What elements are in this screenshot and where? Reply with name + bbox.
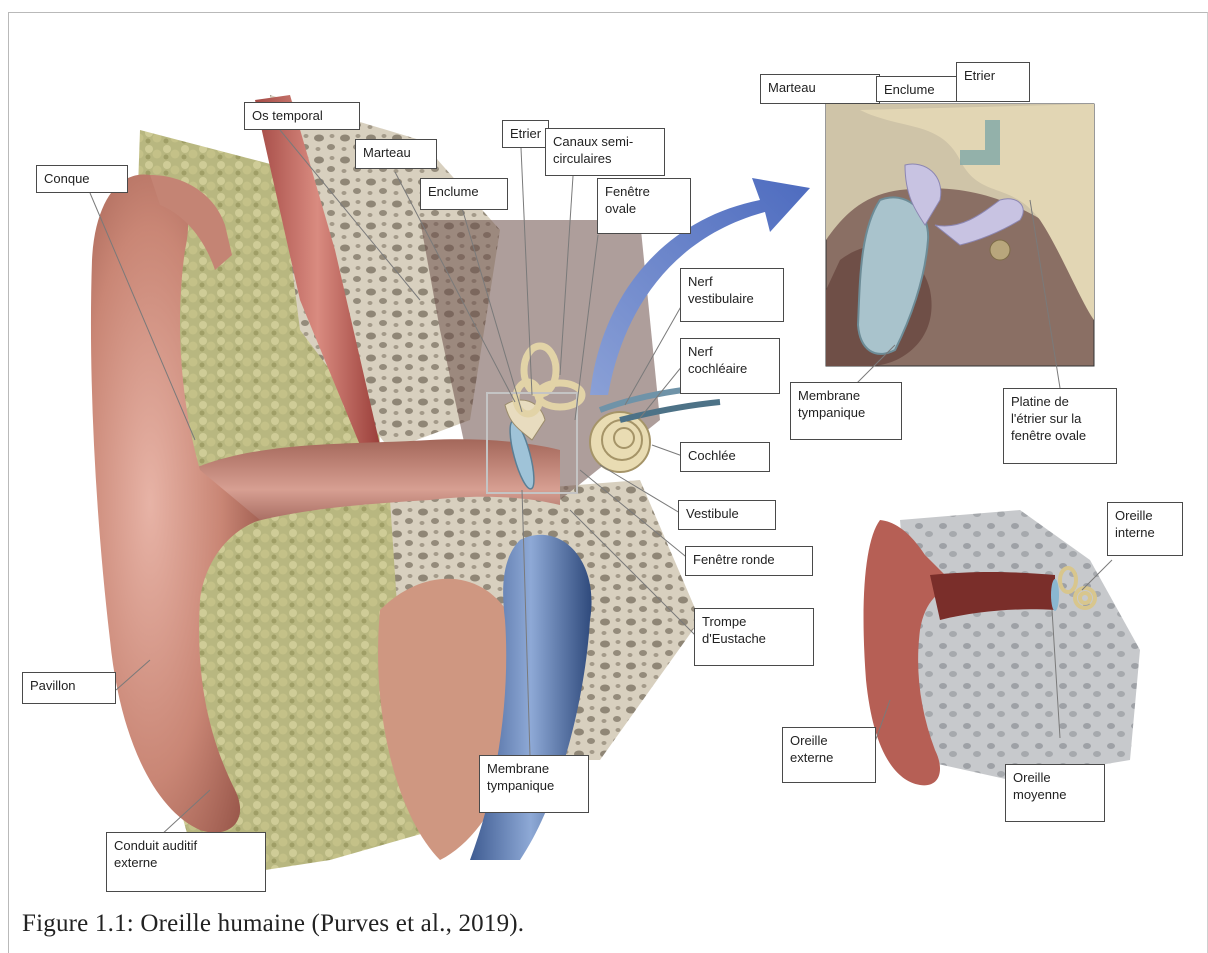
cochlea <box>590 412 650 472</box>
inset-label-platine-etrier: Platine de l'étrier sur la fenêtre ovale <box>1003 388 1117 464</box>
inset-label-marteau: Marteau <box>760 74 880 104</box>
label-canaux-semi-circulaires: Canaux semi- circulaires <box>545 128 665 176</box>
label-nerf-cochleaire: Nerf cochléaire <box>680 338 780 394</box>
middle-ear-inset <box>826 104 1094 366</box>
inset-label-enclume: Enclume <box>876 76 960 102</box>
label-conduit-auditif-externe: Conduit auditif externe <box>106 832 266 892</box>
inset-label-oreille-moyenne: Oreille moyenne <box>1005 764 1105 822</box>
inset-label-oreille-externe: Oreille externe <box>782 727 876 783</box>
label-pavillon: Pavillon <box>22 672 116 704</box>
whole-ear-inset <box>864 510 1140 785</box>
label-marteau: Marteau <box>355 139 437 169</box>
label-enclume: Enclume <box>420 178 508 210</box>
label-vestibule: Vestibule <box>678 500 776 530</box>
label-os-temporal: Os temporal <box>244 102 360 130</box>
label-trompe-eustache: Trompe d'Eustache <box>694 608 814 666</box>
label-fenetre-ovale: Fenêtre ovale <box>597 178 691 234</box>
label-etrier: Etrier <box>502 120 549 148</box>
inset-label-etrier: Etrier <box>956 62 1030 102</box>
label-cochlee: Cochlée <box>680 442 770 472</box>
inset-label-membrane-tympanique: Membrane tympanique <box>790 382 902 440</box>
label-conque: Conque <box>36 165 128 193</box>
figure-caption: Figure 1.1: Oreille humaine (Purves et a… <box>22 910 524 938</box>
label-fenetre-ronde: Fenêtre ronde <box>685 546 813 576</box>
label-nerf-vestibulaire: Nerf vestibulaire <box>680 268 784 322</box>
inset-label-oreille-interne: Oreille interne <box>1107 502 1183 556</box>
label-membrane-tympanique: Membrane tympanique <box>479 755 589 813</box>
